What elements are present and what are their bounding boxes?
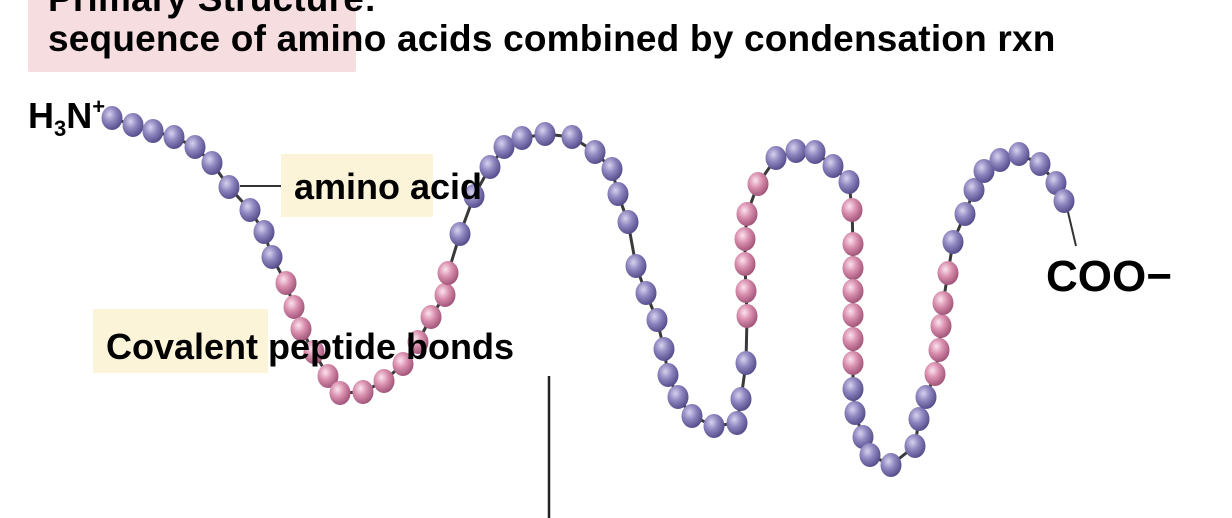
amino-acid-bead (908, 407, 930, 431)
peptide-bond-bead (842, 279, 864, 303)
amino-acid-bead (617, 210, 639, 234)
peptide-bond-bead (373, 369, 395, 393)
title-heading: Primary Structure: (48, 0, 377, 20)
amino-acid-bead (859, 443, 881, 467)
peptide-bond-bead (329, 381, 351, 405)
peptide-bonds-label-highlight (93, 309, 268, 373)
c-terminus-label: COO− (1046, 252, 1172, 301)
amino-acid-bead (681, 404, 703, 428)
n-terminus-label: H3N+ (28, 94, 106, 141)
amino-acid-bead (730, 387, 752, 411)
amino-acid-bead (1053, 189, 1075, 213)
amino-acid-bead (735, 351, 757, 375)
peptide-bond-bead (932, 291, 954, 315)
amino-acid-bead (635, 281, 657, 305)
amino-acid-bead (804, 140, 826, 164)
amino-acid-bead (122, 113, 144, 137)
peptide-bond-bead (734, 227, 756, 251)
amino-acid-bead (915, 385, 937, 409)
title-highlight (28, 0, 356, 72)
peptide-bond-bead (275, 271, 297, 295)
amino-acid-bead (1045, 171, 1067, 195)
amino-acid-bead (842, 377, 864, 401)
amino-acid-bead (963, 178, 985, 202)
peptide-bond-bead (735, 279, 757, 303)
amino-acid-bead (989, 148, 1011, 172)
amino-acid-label-highlight (281, 154, 433, 217)
amino-acid-beads (101, 106, 1075, 477)
amino-acid-bead (239, 198, 261, 222)
amino-acid-bead (584, 140, 606, 164)
amino-acid-bead (852, 425, 874, 449)
peptide-bond-bead (734, 252, 756, 276)
title-subheading: sequence of amino acids combined by cond… (48, 18, 1056, 59)
amino-acid-bead (607, 182, 629, 206)
amino-acid-bead (449, 222, 471, 246)
amino-acid-bead (904, 434, 926, 458)
peptide-bond-bead (842, 256, 864, 280)
amino-acid-bead (1008, 142, 1030, 166)
amino-acid-bead (493, 135, 515, 159)
amino-acid-bead (101, 106, 123, 130)
peptide-bond-bead (290, 317, 312, 341)
amino-acid-bead (463, 184, 485, 208)
amino-acid-bead (142, 119, 164, 143)
peptide-bond-bead (842, 303, 864, 327)
amino-acid-bead (765, 146, 787, 170)
amino-acid-bead (703, 414, 725, 438)
amino-acid-bead (253, 220, 275, 244)
peptide-bond-bead (434, 283, 456, 307)
amino-acid-bead (1029, 152, 1051, 176)
peptide-bond-bead (928, 338, 950, 362)
amino-acid-bead (646, 308, 668, 332)
amino-acid-bead (561, 125, 583, 149)
amino-acid-bead (218, 175, 240, 199)
peptide-bond-bead (392, 352, 414, 376)
peptide-bond-bead (437, 261, 459, 285)
peptide-bond-bead (842, 327, 864, 351)
amino-acid-bead (954, 202, 976, 226)
amino-acid-bead (973, 159, 995, 183)
peptide-bond-bead (317, 364, 339, 388)
peptide-bond-bead (736, 304, 758, 328)
c-terminus-leader (1067, 211, 1077, 247)
leader-lines (240, 185, 1077, 518)
amino-acid-bead (726, 411, 748, 435)
peptide-bonds-label: Covalent peptide bonds (106, 326, 515, 367)
amino-acid-bead (838, 170, 860, 194)
peptide-bond-bead (283, 295, 305, 319)
peptide-bond-bead (841, 198, 863, 222)
amino-acid-bead (163, 125, 185, 149)
peptide-bond-bead (736, 202, 758, 226)
amino-acid-bead (667, 385, 689, 409)
amino-acid-bead (822, 154, 844, 178)
amino-acid-bead (479, 155, 501, 179)
amino-acid-bead (844, 401, 866, 425)
peptide-bond-bead (407, 330, 429, 354)
peptide-bond-bead (303, 340, 325, 364)
amino-acid-bead (942, 230, 964, 254)
amino-acid-bead (261, 245, 283, 269)
amino-acid-bead (184, 135, 206, 159)
amino-acid-bead (653, 337, 675, 361)
peptide-bond-bead (842, 232, 864, 256)
amino-acid-bead (511, 126, 533, 150)
peptide-bond-bead (747, 172, 769, 196)
amino-acid-label: amino acid (294, 166, 483, 207)
peptide-bond-bead (937, 261, 959, 285)
amino-acid-bead (657, 363, 679, 387)
amino-acid-bead (785, 139, 807, 163)
amino-acid-bead (534, 122, 556, 146)
peptide-bond-bead (842, 351, 864, 375)
peptide-bond-bead (930, 314, 952, 338)
peptide-bond-bead (352, 380, 374, 404)
amino-acid-bead (880, 453, 902, 477)
peptide-bond-bead (420, 305, 442, 329)
peptide-bond-bead (924, 362, 946, 386)
amino-acid-bead (625, 254, 647, 278)
amino-acid-bead (601, 157, 623, 181)
amino-acid-bead (201, 151, 223, 175)
